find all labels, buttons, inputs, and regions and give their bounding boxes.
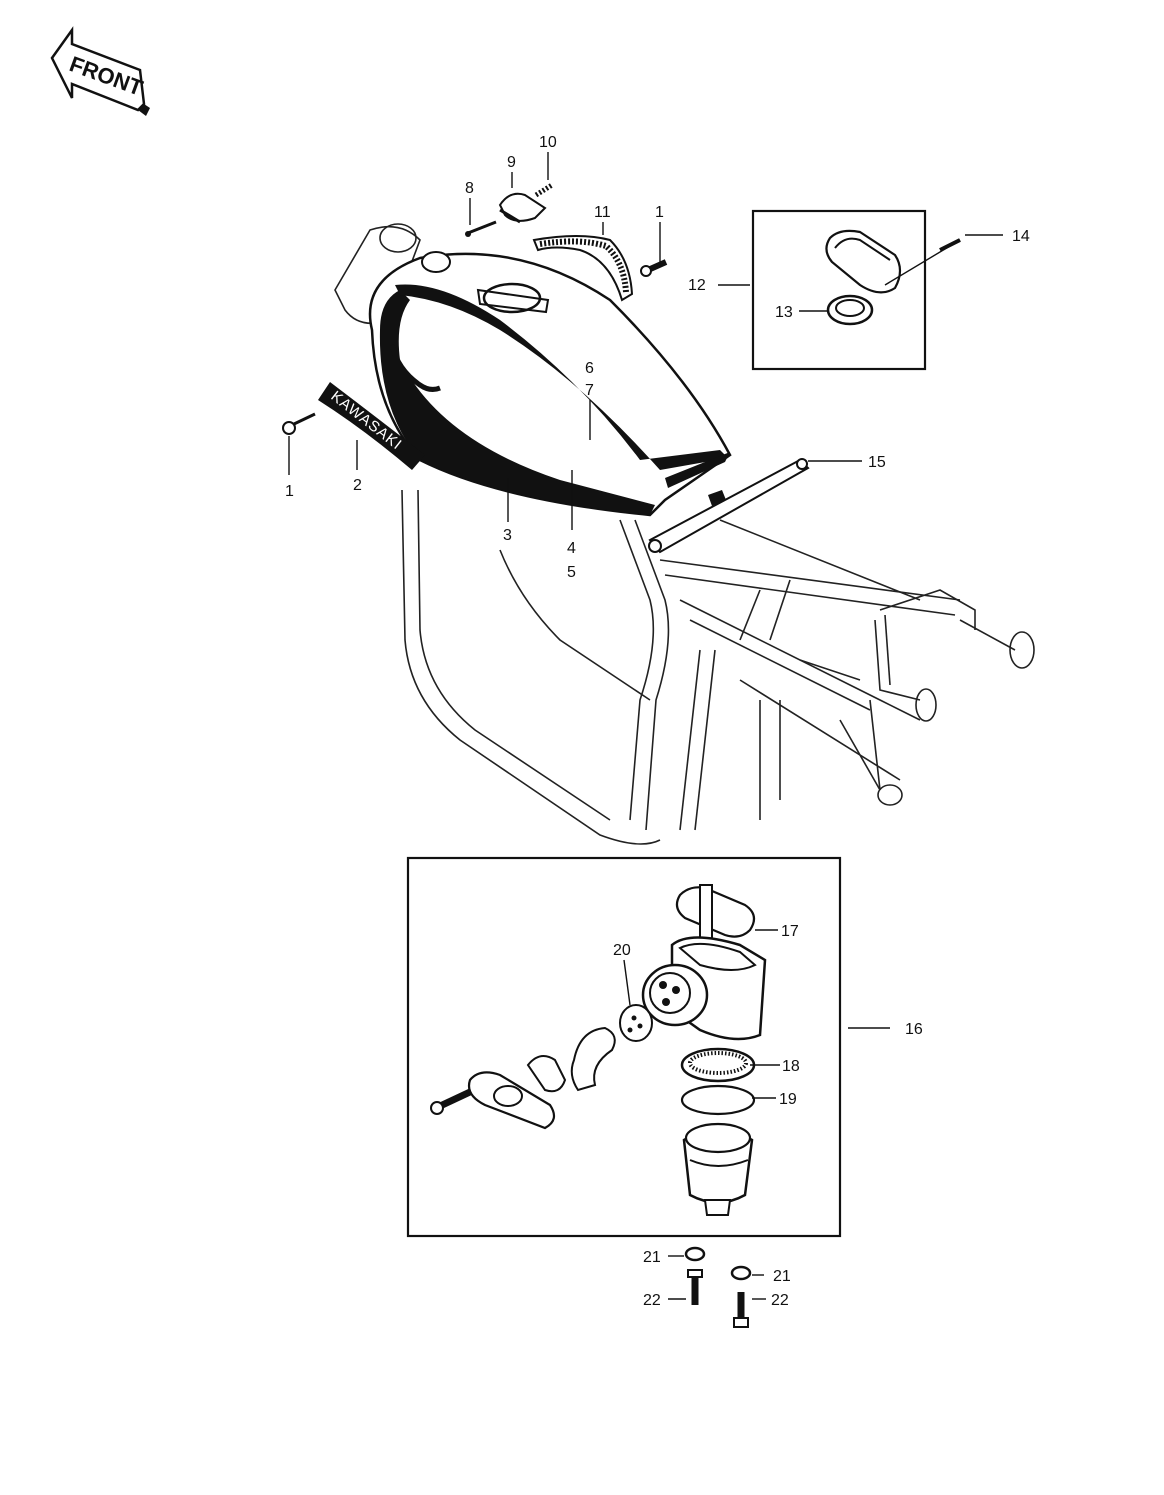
callout-17: 17 xyxy=(781,923,799,940)
callout-20: 20 xyxy=(613,942,631,959)
callout-16: 16 xyxy=(905,1021,923,1038)
callout-14: 14 xyxy=(1012,228,1030,245)
callout-19: 19 xyxy=(779,1091,797,1108)
cap-assembly-box xyxy=(751,209,961,371)
callout-leader-lines xyxy=(288,152,1003,1300)
fuel-tank xyxy=(368,251,732,517)
washers-and-bolts xyxy=(684,1246,752,1328)
callout-10: 10 xyxy=(539,134,557,151)
frame-outline xyxy=(334,223,1035,845)
callout-3: 3 xyxy=(503,527,512,544)
callout-18: 18 xyxy=(782,1058,800,1075)
callout-7: 7 xyxy=(585,382,594,399)
callout-21-right: 21 xyxy=(773,1268,791,1285)
callout-numbers: 1 2 3 4 5 6 7 8 9 10 11 1 12 13 14 15 16… xyxy=(285,134,1030,1309)
rubber-pad-part-11 xyxy=(532,235,634,302)
callout-2: 2 xyxy=(353,477,362,494)
fuel-cock-assembly-box xyxy=(406,856,842,1238)
tank-bracket-part-15 xyxy=(648,458,810,554)
front-direction-arrow: FRONT xyxy=(50,26,150,116)
callout-12: 12 xyxy=(688,277,706,294)
callout-8: 8 xyxy=(465,180,474,197)
callout-1-right: 1 xyxy=(655,204,664,221)
callout-1-left: 1 xyxy=(285,483,294,500)
callout-21-left: 21 xyxy=(643,1249,661,1266)
callout-22-left: 22 xyxy=(643,1292,661,1309)
callout-5: 5 xyxy=(567,564,576,581)
cap-lock-parts xyxy=(465,182,554,237)
callout-11: 11 xyxy=(594,204,611,221)
callout-4: 4 xyxy=(567,540,576,557)
bolt-part-1-right xyxy=(640,259,668,277)
callout-13: 13 xyxy=(775,304,793,321)
callout-22-right: 22 xyxy=(771,1292,789,1309)
callout-6: 6 xyxy=(585,360,594,377)
callout-15: 15 xyxy=(868,454,886,471)
callout-9: 9 xyxy=(507,154,516,171)
screw-part-1-left xyxy=(282,412,316,435)
